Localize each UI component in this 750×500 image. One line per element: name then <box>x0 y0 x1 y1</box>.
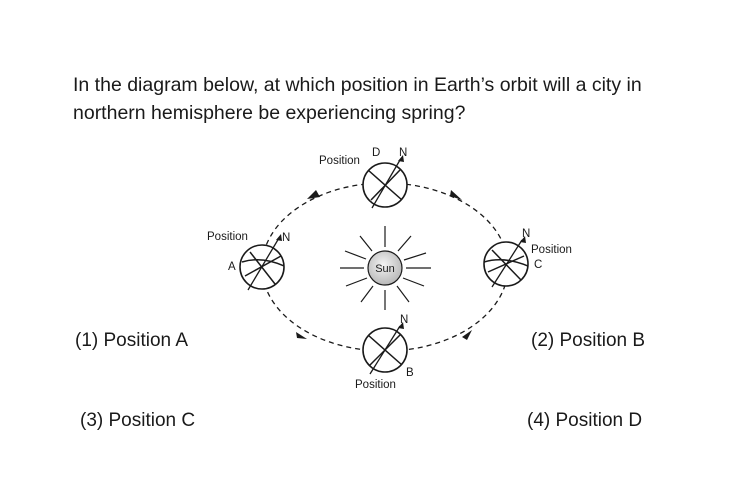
axis-b <box>369 325 401 375</box>
choice-2[interactable]: (2) Position B <box>531 330 646 351</box>
north-arrow-c <box>520 236 526 243</box>
axis-a <box>247 237 280 291</box>
orbit-arrow-top <box>307 190 320 199</box>
orbit-arrow-upper-right <box>450 190 462 200</box>
earth-position-d <box>362 155 408 209</box>
position-c-word: Position <box>531 244 572 256</box>
north-label-d: N <box>399 147 407 159</box>
orbit-arrow-bottom <box>296 332 307 339</box>
axis-c <box>491 239 523 288</box>
position-d-letter: D <box>372 147 380 159</box>
position-b-letter: B <box>406 367 414 379</box>
north-label-a: N <box>282 232 290 244</box>
north-arrow-a <box>276 234 282 241</box>
choice-3[interactable]: (3) Position C <box>80 410 196 431</box>
north-label-c: N <box>522 228 530 240</box>
position-c-letter: C <box>534 259 542 271</box>
north-arrow-d <box>398 155 404 162</box>
north-arrow-b <box>398 322 404 329</box>
earth-position-b <box>362 322 408 375</box>
earth-position-a <box>239 234 285 291</box>
position-d-word: Position <box>319 155 360 167</box>
orbit-arrow-lower-right <box>462 330 472 340</box>
question-text: In the diagram below, at which position … <box>73 74 642 124</box>
axis-d <box>371 159 401 209</box>
position-a-word: Position <box>207 231 248 243</box>
choice-1[interactable]: (1) Position A <box>75 330 188 351</box>
sun-label: Sun <box>375 263 395 275</box>
choice-4[interactable]: (4) Position D <box>527 410 643 431</box>
earth-position-c <box>483 236 529 288</box>
sun: Sun <box>340 226 431 310</box>
north-label-b: N <box>400 314 408 326</box>
position-a-letter: A <box>228 261 236 273</box>
position-b-word: Position <box>355 379 396 391</box>
